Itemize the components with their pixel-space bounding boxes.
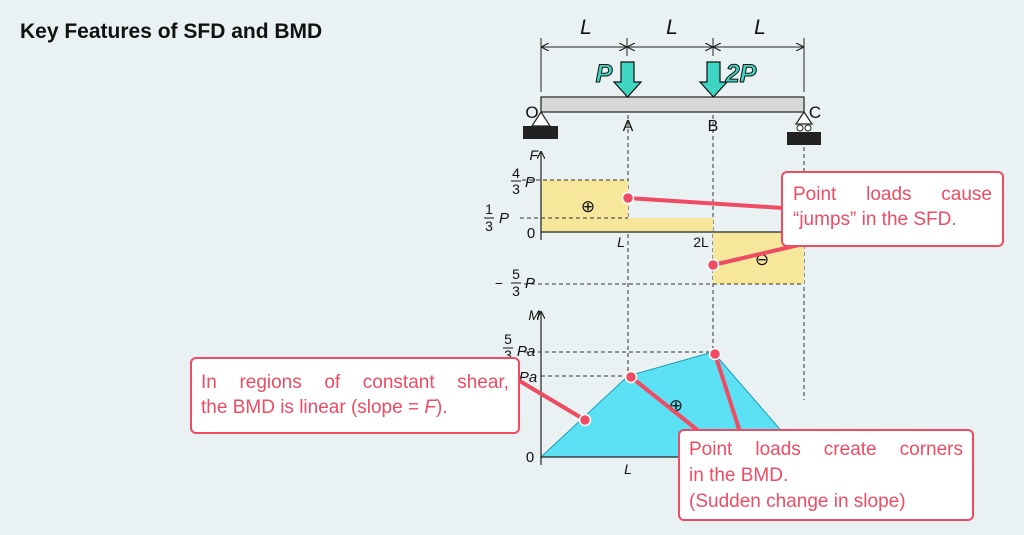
shear-force-diagram: F 4 3 P 1 3 P 0 − 5 3 P L 2L ⊕ ⊖ xyxy=(484,147,804,299)
sfd-x-label-2: 2L xyxy=(693,234,709,250)
leader-dot-bmd-slope xyxy=(578,413,592,427)
sfd-tick-mid-den: 3 xyxy=(485,218,493,234)
leader-dot-bmd-a xyxy=(624,370,638,384)
callout-jumps-word-3: cause xyxy=(941,184,992,205)
dimension-label-span1: L xyxy=(580,16,592,39)
callout-corners-word-2: loads xyxy=(755,439,801,460)
callout-corners-word-1: Point xyxy=(689,439,733,460)
point-label-c: C xyxy=(809,103,821,122)
roller-support-icon xyxy=(787,110,821,145)
callout-corners-line-2: in the BMD. xyxy=(689,465,789,486)
callout-leaders xyxy=(516,191,805,434)
bmd-tick-top-var: Pa xyxy=(517,343,535,360)
callout-linear-word-5: shear, xyxy=(457,372,509,393)
beam xyxy=(540,96,805,113)
point-label-b: B xyxy=(708,118,719,135)
sfd-tick-neg-var: P xyxy=(525,275,535,292)
sfd-tick-zero: 0 xyxy=(527,225,535,242)
sfd-tick-top-den: 3 xyxy=(512,181,520,197)
callout-jumps-word-1: Point xyxy=(793,184,837,205)
load-arrow-b-icon xyxy=(698,61,729,98)
sfd-tick-neg-sign: − xyxy=(495,275,503,291)
sfd-tick-neg-num: 5 xyxy=(512,266,520,282)
bmd-tick-zero: 0 xyxy=(526,449,534,466)
bmd-tick-top-num: 5 xyxy=(504,331,512,347)
sfd-tick-neg-den: 3 xyxy=(512,283,520,299)
callout-linear: In regions of constant shear, the BMD is… xyxy=(190,357,520,434)
callout-jumps: Point loads cause “jumps” in the SFD. xyxy=(781,171,1004,247)
callout-corners-word-3: create xyxy=(823,439,877,460)
point-label-a: A xyxy=(623,118,634,135)
callout-linear-line-2-var: F xyxy=(424,397,436,418)
sfd-tick-top-num: 4 xyxy=(512,165,520,181)
sfd-axis-label: F xyxy=(529,147,539,163)
leader-dot-sfd-b xyxy=(706,258,720,272)
dimension-label-span2: L xyxy=(666,16,678,39)
dimension-lines: L L L xyxy=(540,16,805,92)
sfd-tick-top-var: P xyxy=(525,174,535,191)
callout-linear-line-2: the BMD is linear (slope = F). xyxy=(201,395,509,420)
bmd-x-label-1: L xyxy=(624,461,632,477)
pin-support-icon xyxy=(523,110,558,139)
sfd-tick-mid-var: P xyxy=(499,210,509,227)
sfd-region-ab xyxy=(628,218,713,232)
callout-linear-line-2-suffix: ). xyxy=(435,397,448,418)
bmd-tick-top-den: 3 xyxy=(504,347,512,363)
sfd-x-label-1: L xyxy=(617,234,625,250)
load-label-b: 2P xyxy=(725,60,757,88)
load-arrow-a-icon xyxy=(612,61,643,98)
load-label-a: P xyxy=(596,60,613,88)
bmd-axis-label: M xyxy=(528,307,540,323)
leader-dot-bmd-b xyxy=(708,347,722,361)
callout-corners: Point loads create corners in the BMD. (… xyxy=(678,429,974,521)
leader-dot-sfd-a xyxy=(621,191,635,205)
sfd-plus-sign-icon: ⊕ xyxy=(581,197,595,217)
page-title: Key Features of SFD and BMD xyxy=(20,20,323,43)
point-label-o: O xyxy=(525,103,538,122)
callout-linear-word-2: regions xyxy=(239,372,302,393)
sfd-region-oa xyxy=(541,180,628,232)
callout-corners-word-4: corners xyxy=(899,439,963,460)
callout-linear-line-2-prefix: the BMD is linear (slope = xyxy=(201,397,425,418)
callout-jumps-word-2: loads xyxy=(866,184,912,205)
callout-linear-word-1: In xyxy=(201,372,217,393)
callout-corners-line-3: (Sudden change in slope) xyxy=(689,491,906,512)
sfd-tick-mid-num: 1 xyxy=(485,201,493,217)
callout-linear-word-4: constant xyxy=(362,372,435,393)
callout-jumps-line-2: “jumps” in the SFD. xyxy=(793,209,957,230)
dimension-label-span3: L xyxy=(754,16,766,39)
callout-linear-word-3: of xyxy=(324,372,341,393)
